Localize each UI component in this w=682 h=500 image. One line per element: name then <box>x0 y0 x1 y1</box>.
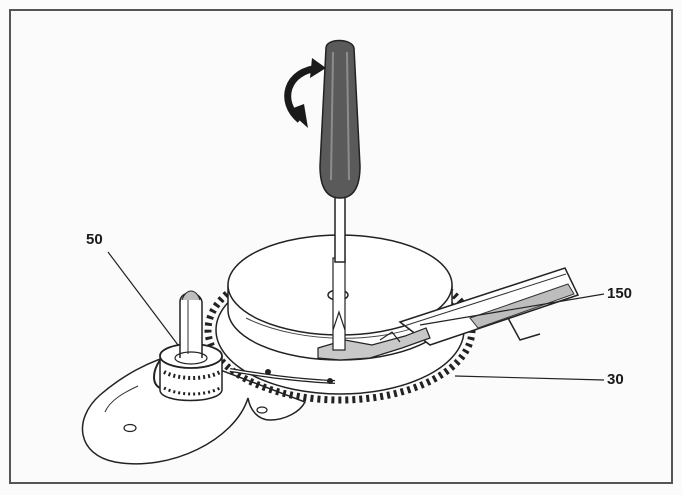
cable-assembly <box>398 267 580 346</box>
callout-30: 30 <box>607 371 624 388</box>
spindle-post <box>153 290 223 402</box>
leader-line-30 <box>454 375 605 381</box>
spring-clip <box>317 327 431 361</box>
screwdriver-shaft <box>334 195 346 263</box>
figure-frame <box>9 9 673 484</box>
screwdriver <box>319 39 361 263</box>
leader-line-50 <box>107 251 179 346</box>
callout-150: 150 <box>607 285 633 302</box>
base-plate <box>81 353 307 465</box>
screwdriver-handle <box>319 39 361 199</box>
callout-50: 50 <box>86 231 103 248</box>
center-shaft <box>327 257 349 351</box>
curved-arrow-icon <box>284 58 326 128</box>
plate-hole <box>256 406 268 414</box>
cable-link <box>229 368 336 384</box>
plate-hole <box>123 423 137 433</box>
leader-line-150 <box>419 293 605 326</box>
